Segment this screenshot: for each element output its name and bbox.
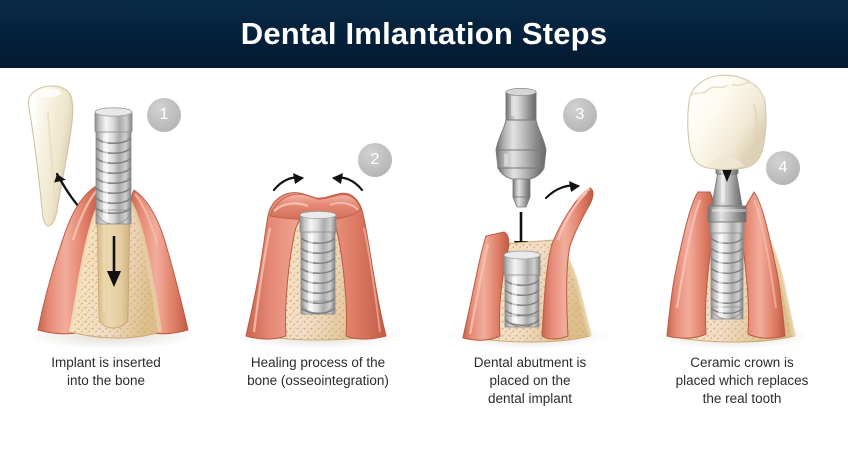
healing-arrow-left	[272, 173, 304, 192]
step-panel-2: 2 Healing process of the bone (osseointe…	[212, 68, 424, 460]
extracted-tooth-icon	[27, 85, 74, 227]
dental-abutment	[707, 143, 747, 223]
steps-container: 1 Implant is inserted into the bone	[0, 68, 848, 460]
caption-line: Implant is inserted	[51, 355, 161, 370]
healed-gum-tissue	[245, 192, 387, 340]
step-badge-4: 4	[766, 151, 800, 185]
caption-line: the real tooth	[702, 391, 782, 406]
step-caption-4: Ceramic crown is placed which replaces t…	[642, 354, 842, 408]
caption-line: Ceramic crown is	[690, 355, 794, 370]
step-badge-3: 3	[563, 98, 597, 132]
step-badge-1: 1	[147, 98, 181, 132]
header-band	[0, 0, 848, 68]
caption-line: Healing process of the	[250, 355, 386, 370]
page-title: Dental Imlantation Steps	[240, 16, 608, 51]
caption-line: placed which replaces	[675, 373, 809, 388]
implant-screw	[299, 211, 337, 315]
step-2-illustration	[212, 68, 424, 353]
step-panel-1: 1 Implant is inserted into the bone	[0, 68, 212, 460]
gum-tissue	[462, 231, 510, 341]
step-caption-1: Implant is inserted into the bone	[6, 354, 206, 390]
implant-screw	[503, 250, 541, 328]
step-panel-4: 4 Ceramic crown is placed which replaces…	[636, 68, 848, 460]
step-4-illustration	[636, 68, 848, 353]
gum-tissue	[666, 191, 786, 339]
step-panel-3: 3 Dental abutment is placed on the denta…	[424, 68, 636, 460]
insertion-arrow	[107, 236, 121, 287]
step-badge-2: 2	[358, 143, 392, 177]
step-3-illustration	[424, 68, 636, 353]
caption-line: Dental abutment is	[473, 355, 587, 370]
gum-flap-arrow	[544, 181, 580, 200]
step-1-illustration	[0, 68, 212, 353]
step-caption-3: Dental abutment is placed on the dental …	[430, 354, 630, 408]
implant-screw	[709, 219, 745, 320]
caption-line: dental implant	[487, 391, 573, 406]
step-caption-2: Healing process of the bone (osseointegr…	[218, 354, 418, 390]
ceramic-crown	[687, 74, 767, 171]
implant-screw	[94, 107, 133, 225]
caption-line: into the bone	[66, 373, 146, 388]
gum-flap	[541, 187, 594, 340]
caption-line: placed on the	[489, 373, 571, 388]
healing-arrow-right	[332, 173, 364, 192]
caption-line: bone (osseointegration)	[247, 373, 389, 388]
dental-abutment	[495, 88, 547, 208]
